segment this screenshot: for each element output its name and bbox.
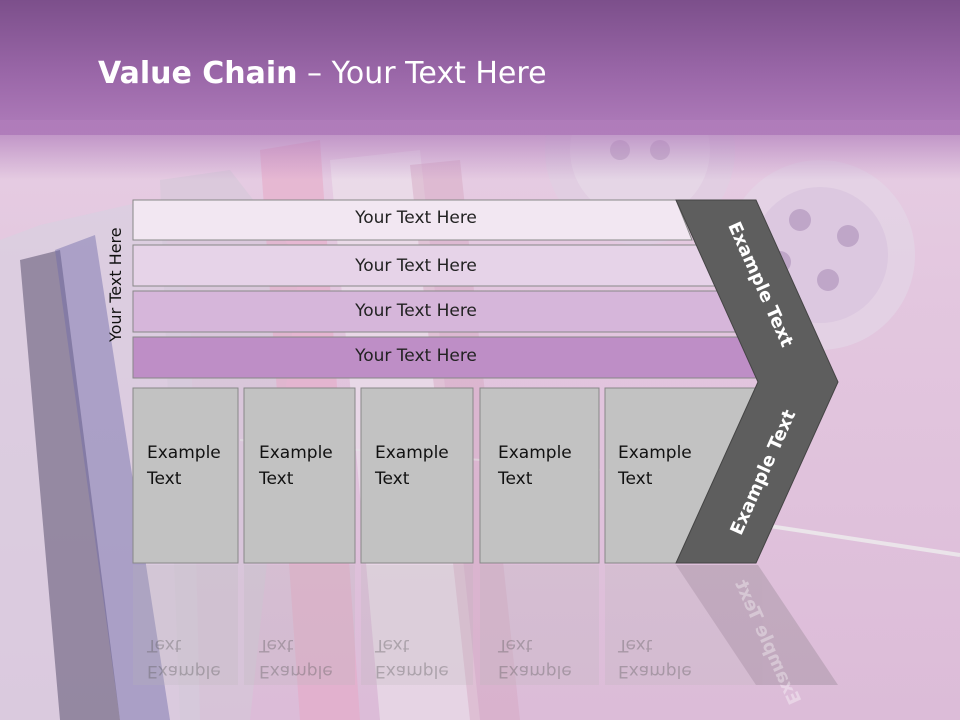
box-reflection xyxy=(480,565,599,685)
title-rest: – Your Text Here xyxy=(297,56,547,91)
box-2-reflection-label: Example Text xyxy=(259,635,333,681)
box-3-label: Example Text xyxy=(375,443,449,489)
bar-1 xyxy=(132,199,693,241)
box-1 xyxy=(132,387,239,564)
box-5-reflection-label: Example Text xyxy=(618,635,692,681)
chevron-arrow xyxy=(675,199,839,564)
box-reflection xyxy=(361,565,473,685)
bar-2-label: Your Text Here xyxy=(355,256,477,276)
bar-1-label: Your Text Here xyxy=(355,208,477,228)
box-reflection xyxy=(133,565,238,685)
slide-title: Value Chain – Your Text Here xyxy=(98,56,547,91)
title-bar-fade xyxy=(0,120,960,180)
box-3 xyxy=(360,387,474,564)
bar-3-label: Your Text Here xyxy=(355,301,477,321)
box-4 xyxy=(479,387,600,564)
box-1-label: Example Text xyxy=(147,443,221,489)
side-label: Your Text Here xyxy=(106,227,125,342)
box-5-label: Example Text xyxy=(618,443,692,489)
title-bold: Value Chain xyxy=(98,56,298,91)
title-bar xyxy=(0,0,960,135)
chevron-reflection xyxy=(676,565,838,685)
box-2-label: Example Text xyxy=(259,443,333,489)
box-reflection xyxy=(605,565,760,685)
box-2 xyxy=(243,387,356,564)
box-4-label: Example Text xyxy=(498,443,572,489)
box-reflection xyxy=(244,565,355,685)
box-3-reflection-label: Example Text xyxy=(375,635,449,681)
bar-4-label: Your Text Here xyxy=(355,346,477,366)
box-4-reflection-label: Example Text xyxy=(498,635,572,681)
box-1-reflection-label: Example Text xyxy=(147,635,221,681)
